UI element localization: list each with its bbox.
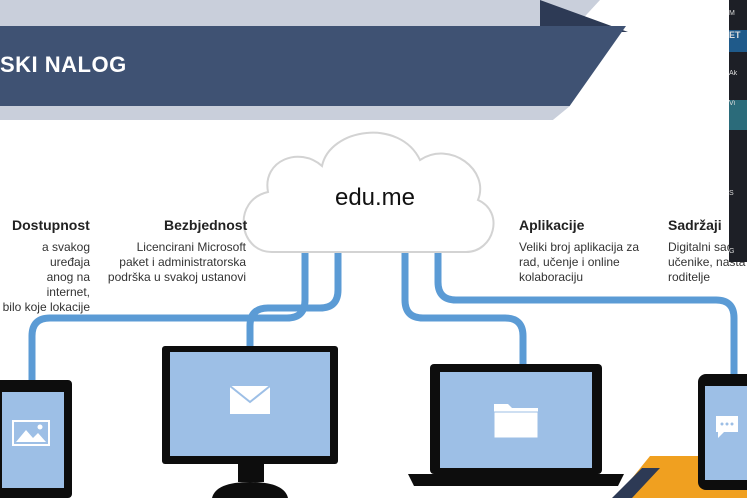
column-title-sadrzaji: Sadržaji bbox=[668, 217, 722, 233]
participant-tile[interactable]: ET bbox=[729, 30, 747, 52]
desc-line: podrška u svakoj ustanovi bbox=[107, 270, 246, 284]
accent-dark-stripe bbox=[612, 468, 660, 498]
connector-lines bbox=[28, 246, 738, 384]
desc-line: a svakog uređaja bbox=[41, 240, 90, 269]
participant-tile[interactable]: M bbox=[729, 10, 735, 17]
banner-top-stripe bbox=[0, 0, 600, 26]
participant-tile[interactable]: Ak bbox=[729, 70, 738, 77]
connector-monitor bbox=[246, 248, 342, 352]
desc-line: paket i administratorska bbox=[119, 255, 246, 269]
cloud-label: edu.me bbox=[334, 184, 416, 211]
connector-laptop bbox=[401, 248, 527, 368]
desc-line: anog na internet, bbox=[46, 270, 90, 299]
folder-icon bbox=[493, 404, 539, 439]
participant-tile[interactable]: G bbox=[729, 248, 735, 255]
image-icon bbox=[12, 420, 50, 446]
video-participant-strip[interactable]: M ET Ak Vi S G bbox=[729, 0, 747, 262]
column-title-aplikacije: Aplikacije bbox=[519, 217, 585, 233]
desc-line: Licencirani Microsoft bbox=[136, 240, 246, 254]
column-desc-dostupnost: a svakog uređaja anog na internet, bilo … bbox=[0, 240, 90, 315]
desc-line: roditelje bbox=[668, 270, 711, 284]
desc-line: učenike, nasta bbox=[668, 255, 746, 269]
title-banner bbox=[0, 26, 626, 106]
monitor-device bbox=[162, 346, 338, 498]
column-title-bezbjednost: Bezbjednost bbox=[164, 217, 248, 233]
column-desc-sadrzaji: Digitalni sad učenike, nasta roditelje bbox=[668, 240, 747, 285]
banner-bottom-stripe bbox=[0, 106, 570, 120]
column-desc-bezbjednost: Licencirani Microsoft paket i administra… bbox=[100, 240, 246, 285]
page-title: SKI NALOG bbox=[0, 52, 127, 77]
desc-line: Veliki broj aplikacija za bbox=[519, 240, 640, 254]
mail-icon bbox=[229, 385, 271, 414]
connector-phone bbox=[434, 246, 738, 378]
cloud-shape bbox=[242, 131, 495, 253]
column-title-dostupnost: Dostupnost bbox=[12, 217, 90, 233]
desc-line: kolaboraciju bbox=[519, 270, 584, 284]
chat-icon bbox=[716, 416, 738, 438]
desc-line: bilo koje lokacije bbox=[2, 300, 90, 314]
desc-line: rad, učenje i online bbox=[519, 255, 620, 269]
desc-line: Digitalni sad bbox=[668, 240, 734, 254]
column-desc-aplikacije: Veliki broj aplikacija za rad, učenje i … bbox=[519, 240, 659, 285]
participant-tile[interactable]: S bbox=[729, 190, 734, 197]
participant-tile[interactable]: Vi bbox=[729, 100, 747, 130]
